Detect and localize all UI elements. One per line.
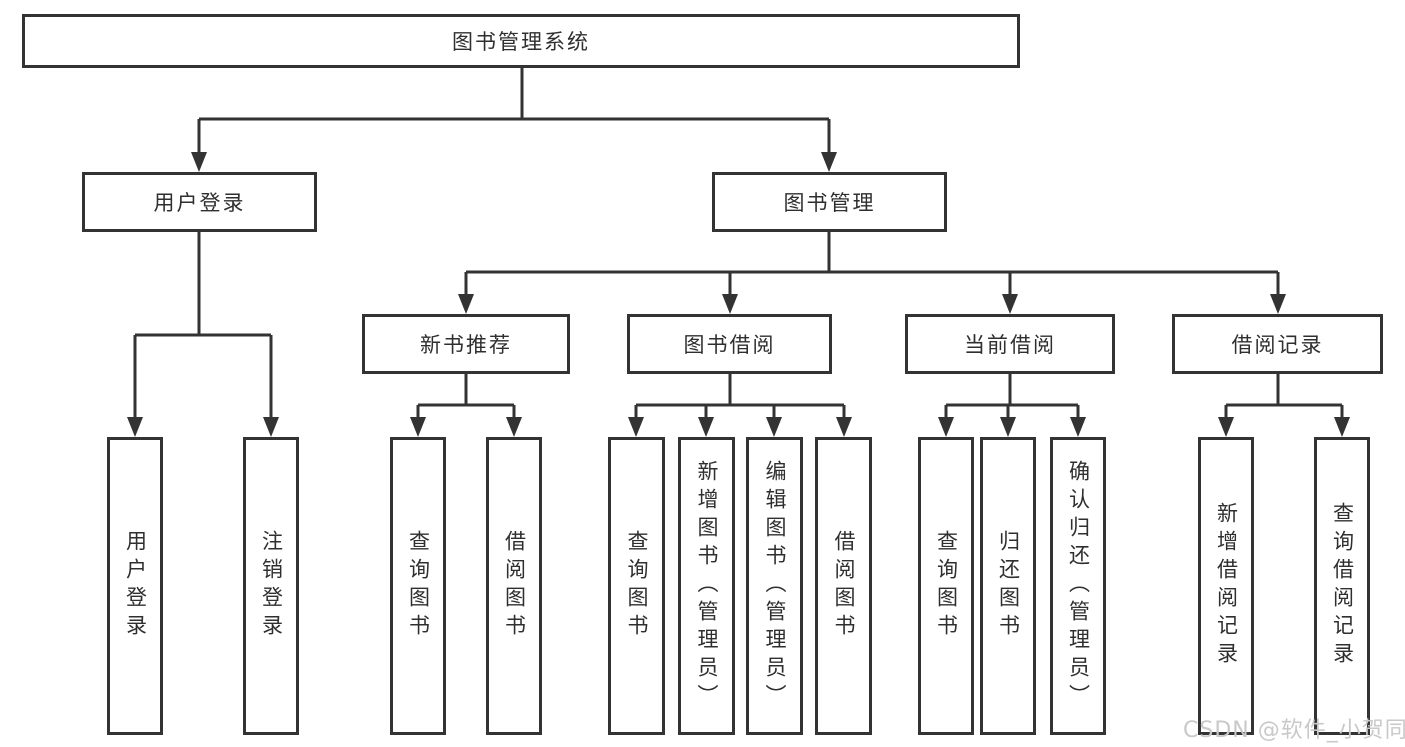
leaf-confirm-return-admin: 确认归还（管理员） (1050, 437, 1106, 735)
csdn-watermark: CSDN @软件_小贺同学 (1183, 718, 1405, 743)
node-root-library-system: 图书管理系统 (22, 14, 1020, 68)
node-user-login: 用户登录 (82, 172, 317, 232)
leaf-borrow-books-recommend: 借阅图书 (486, 437, 542, 735)
leaf-query-books-recommend: 查询图书 (390, 437, 446, 735)
connector-borrow-record-to-leaves (1218, 374, 1350, 437)
leaf-query-books-current: 查询图书 (918, 437, 974, 735)
node-borrow-record: 借阅记录 (1172, 314, 1383, 374)
leaf-user-login: 用户登录 (107, 437, 163, 735)
node-new-book-recommend: 新书推荐 (362, 314, 570, 374)
leaf-query-books-borrow: 查询图书 (608, 437, 665, 735)
node-book-management: 图书管理 (712, 172, 947, 232)
connector-book-mgmt-to-level3 (458, 232, 1286, 314)
connector-current-borrow-to-leaves (938, 374, 1086, 437)
leaf-return-books: 归还图书 (980, 437, 1036, 735)
node-current-borrow: 当前借阅 (905, 314, 1115, 374)
connector-root-to-level2 (191, 68, 837, 172)
leaf-add-books-admin: 新增图书（管理员） (678, 437, 735, 735)
node-book-borrow: 图书借阅 (627, 314, 832, 374)
leaf-logout: 注销登录 (243, 437, 299, 735)
connector-book-borrow-to-leaves (628, 374, 852, 437)
leaf-add-borrow-record: 新增借阅记录 (1198, 437, 1254, 735)
leaf-edit-books-admin: 编辑图书（管理员） (746, 437, 803, 735)
connector-new-book-rec-to-leaves (410, 374, 522, 437)
leaf-borrow-books: 借阅图书 (815, 437, 872, 735)
leaf-query-borrow-record: 查询借阅记录 (1314, 437, 1370, 735)
connector-user-login-to-leaves (127, 232, 279, 437)
